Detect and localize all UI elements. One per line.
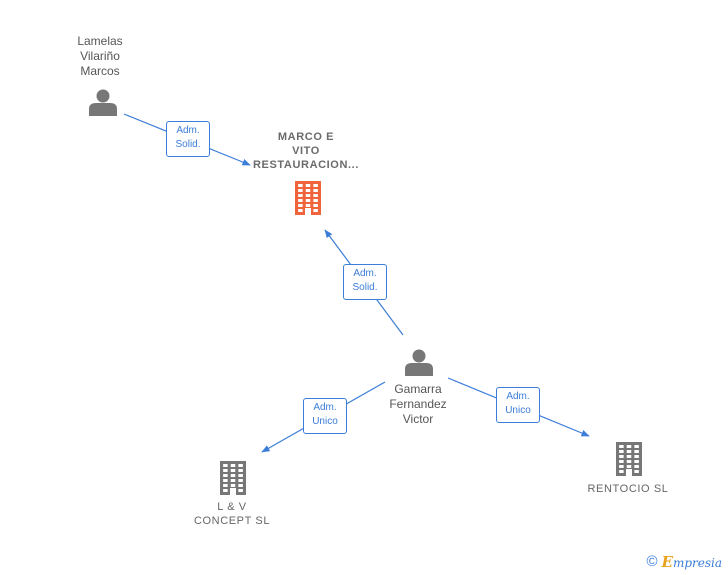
brand-logo: Empresia — [662, 553, 723, 572]
footer: © Empresia — [646, 553, 722, 571]
edge-label-gamarra-to-lv[interactable]: Adm. Unico — [303, 398, 347, 434]
edge-label-line: Adm. — [506, 391, 530, 402]
edge-label-line: Solid. — [352, 282, 378, 293]
edge-label-line: Solid. — [175, 139, 201, 150]
brand-logo-rest: mpresia — [672, 555, 722, 570]
edge-label-line: Unico — [505, 405, 531, 416]
edge-label-gamarra-to-rentocio[interactable]: Adm. Unico — [496, 387, 540, 423]
node-label-line: RESTAURACION... — [253, 159, 359, 171]
node-label-line: MARCO E — [277, 131, 335, 143]
edge-label-line: Adm. — [353, 268, 377, 279]
node-label-line: Victor — [402, 412, 434, 426]
node-label-line: Gamarra — [394, 382, 442, 396]
edge-label-line: Unico — [312, 416, 338, 427]
node-label-line: RENTOCIO SL — [587, 483, 669, 495]
node-label-line: Marcos — [80, 64, 120, 78]
node-label-line: L & V — [217, 501, 247, 513]
edge-label-gamarra-to-marco[interactable]: Adm. Solid. — [343, 264, 387, 300]
node-label-line: VITO — [292, 145, 320, 157]
node-label-line: CONCEPT SL — [193, 515, 271, 527]
node-label-line: Lamelas — [77, 34, 123, 48]
building-icon[interactable] — [295, 181, 321, 215]
edge-label-line: Adm. — [313, 402, 337, 413]
node-label-line: Vilariño — [80, 49, 120, 63]
edge-label-line: Adm. — [176, 125, 200, 136]
person-icon[interactable] — [89, 89, 117, 117]
building-icon[interactable] — [616, 442, 642, 476]
node-label-lv[interactable]: L & V CONCEPT SL — [194, 500, 270, 528]
node-label-rentocio[interactable]: RENTOCIO SL — [588, 482, 669, 496]
building-icon[interactable] — [220, 461, 246, 495]
copyright-icon: © — [646, 553, 658, 570]
node-label-marco[interactable]: MARCO E VITO RESTAURACION... — [253, 130, 359, 172]
node-label-line: Fernandez — [389, 397, 447, 411]
person-icon[interactable] — [405, 349, 433, 377]
edge-label-lamelas-to-marco[interactable]: Adm. Solid. — [166, 121, 210, 157]
brand-logo-initial: E — [661, 552, 673, 571]
